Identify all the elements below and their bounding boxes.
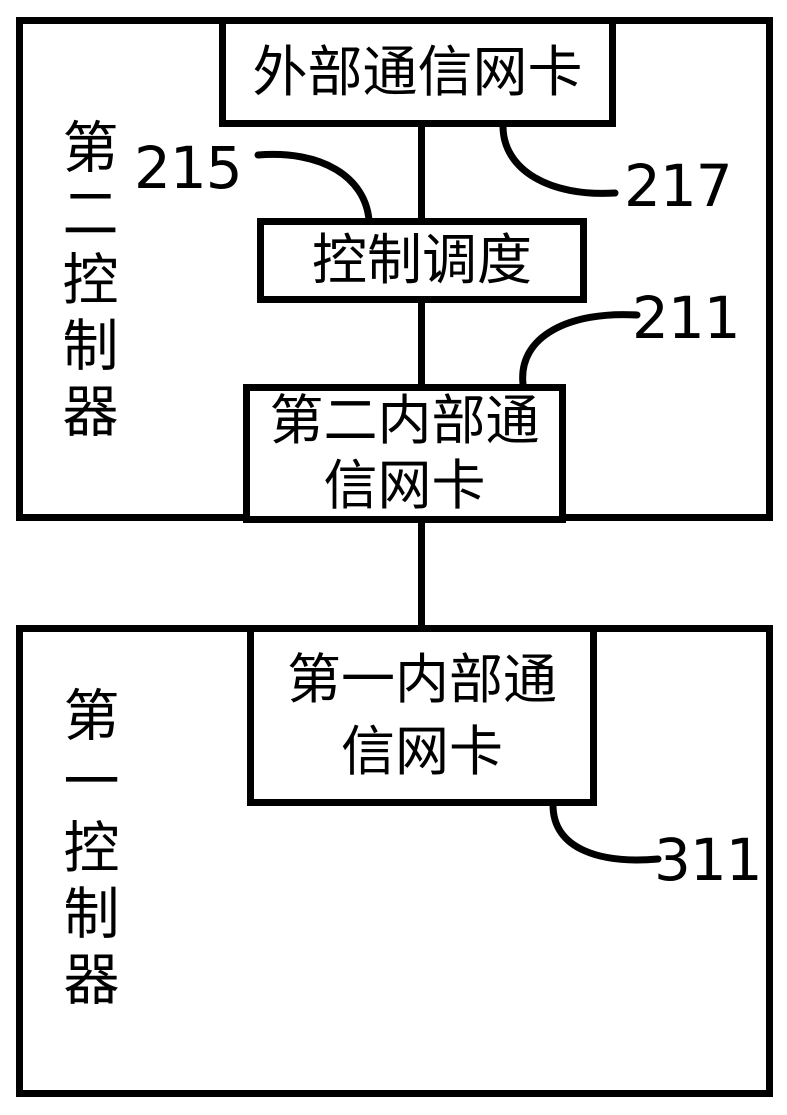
external-nic-label: 外部通信网卡 [252,39,583,104]
internal-nic1-label: 第一内部通信网卡 [287,648,557,783]
control-scheduler-box: 控制调度 [257,218,587,303]
internal-nic1-box: 第一内部通信网卡 [247,625,597,806]
ref-label-211: 211 [632,284,741,352]
ref-label-311: 311 [654,826,763,894]
ref-label-215: 215 [134,134,243,202]
ref-label-217: 217 [624,152,733,220]
controller2-label: 第二控制器 [53,118,118,448]
control-scheduler-label: 控制调度 [311,228,532,293]
internal-nic2-box: 第二内部通信网卡 [243,384,566,523]
external-nic-box: 外部通信网卡 [219,17,616,127]
internal-nic2-label: 第二内部通信网卡 [269,388,540,517]
controller1-label: 第一控制器 [54,686,119,1016]
